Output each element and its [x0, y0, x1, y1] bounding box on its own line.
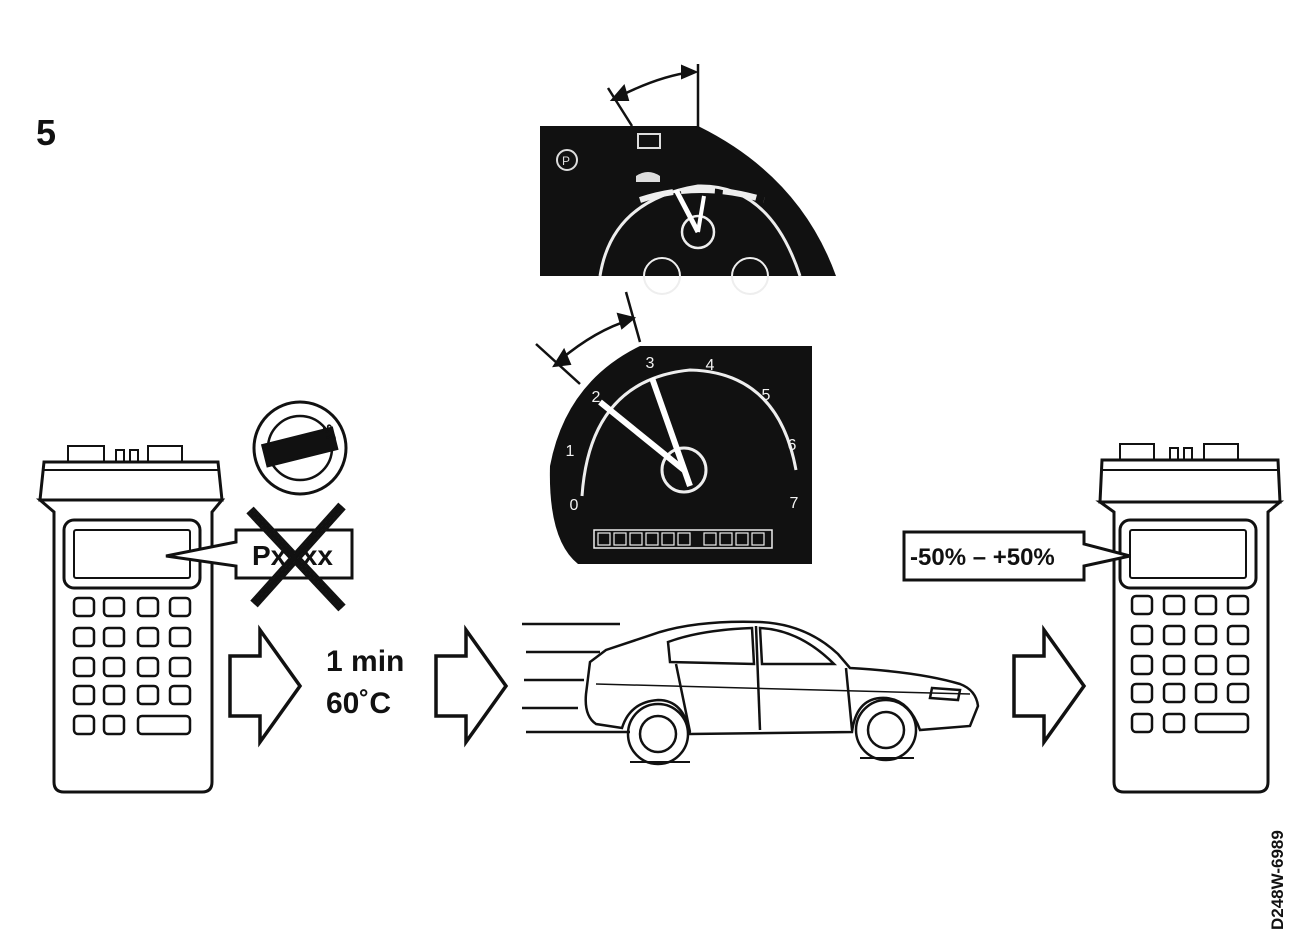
fault-code-text: Pxxxx: [252, 540, 333, 571]
process-arrow-2: [434, 624, 509, 748]
car-illustration: [522, 620, 980, 766]
figure-reference: D248W-6989: [1268, 830, 1287, 930]
tachometer-tick-labels: 0 1 2 3 4 5 6 7: [566, 355, 799, 514]
adaptation-range-text: -50% – +50%: [910, 544, 1055, 571]
range-callout-box: [902, 530, 1131, 582]
tach-tick-label: 5: [762, 387, 771, 404]
tach-tick-label: 4: [706, 357, 715, 374]
step-number: 5: [36, 112, 57, 153]
tachometer-needle-3: [649, 377, 693, 487]
tach-tick-label: 0: [570, 497, 579, 514]
temperature-gauge-panel: P: [540, 64, 836, 295]
code-callout-box: [165, 502, 354, 612]
process-arrow-3: [1012, 624, 1087, 748]
diagnostic-tester-left: [35, 445, 226, 794]
diagnostic-tester-right: [1095, 443, 1285, 794]
keypad-left: [72, 596, 192, 736]
tachometer-needle-2: [598, 399, 686, 473]
tach-tick-label: 6: [788, 437, 797, 454]
tachometer-panel: [535, 291, 812, 564]
condition-temperature: 60˚C: [326, 687, 392, 720]
ignition-key-icon: ST: [252, 400, 348, 496]
tach-tick-label: 7: [790, 495, 799, 512]
tach-tick-label: 3: [646, 355, 655, 372]
process-arrow-1: [228, 624, 303, 748]
svg-text:P: P: [562, 154, 570, 168]
tach-tick-label: 2: [592, 389, 601, 406]
tach-tick-label: 1: [566, 443, 575, 460]
keypad-right: [1130, 594, 1250, 734]
condition-time: 1 min: [326, 645, 405, 678]
svg-text:ST: ST: [319, 422, 339, 443]
